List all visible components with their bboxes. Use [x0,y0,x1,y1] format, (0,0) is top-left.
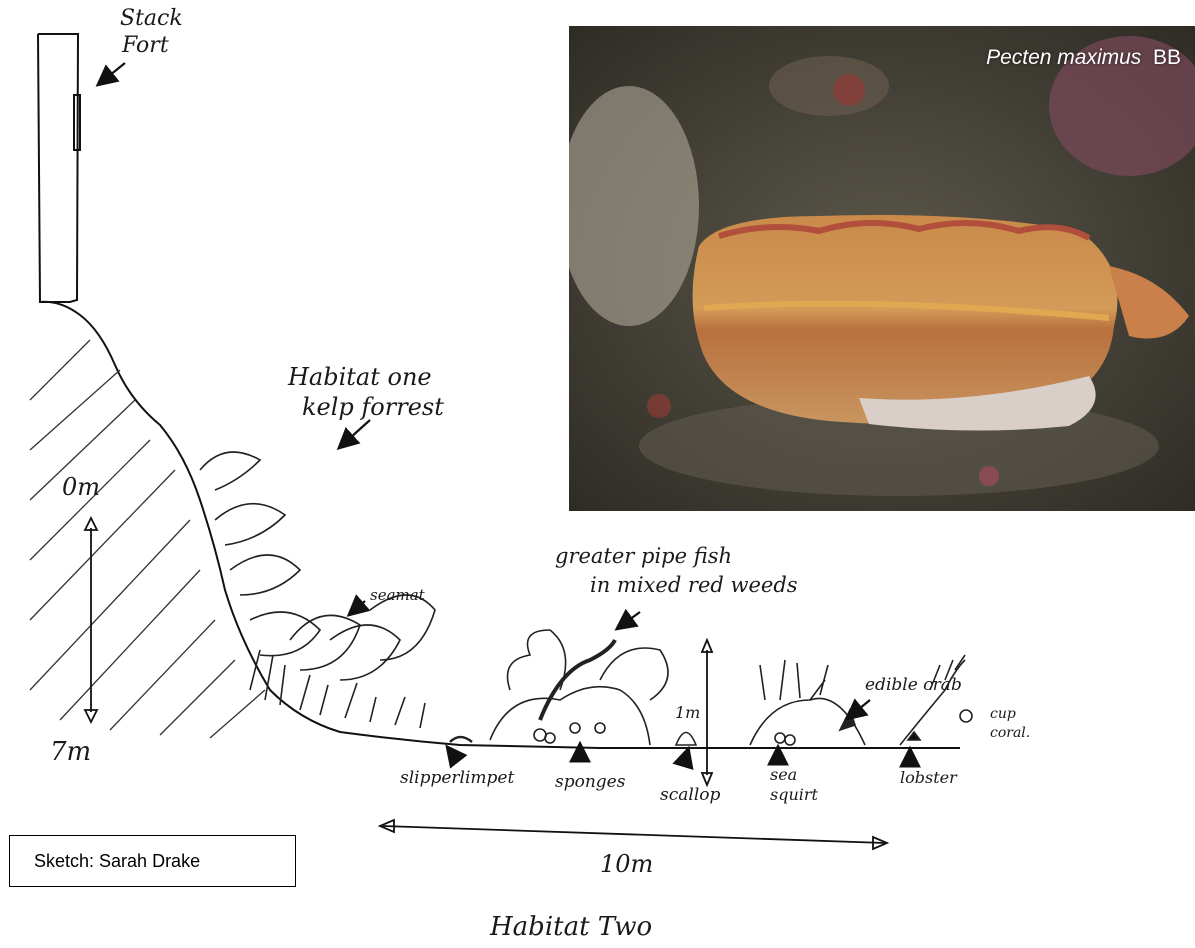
distance-dimension [380,820,887,849]
sketch-credit-text: Sketch: Sarah Drake [34,851,200,872]
label-sea: sea [770,765,797,784]
height-dimension [702,640,712,785]
label-sponges: sponges [555,772,626,792]
label-seamat: seamat [370,586,426,604]
label-habitat-two: Habitat Two [489,912,652,942]
label-pipefish-2: in mixed red weeds [590,573,798,597]
label-height-1m: 1m [675,703,700,722]
scallop-photo-image [569,26,1195,511]
label-pipefish-1: greater pipe fish [555,544,732,568]
cliff-hatching [30,340,265,738]
label-scallop: scallop [660,785,720,805]
label-cup: cup [990,706,1016,722]
label-coral: coral. [990,725,1030,741]
label-stack: Stack [120,6,183,31]
label-kelp-forrest: kelp forrest [302,393,444,421]
label-depth-top: 0m [62,473,100,501]
stack-fort-drawing [38,34,80,302]
sketch-credit-box: Sketch: Sarah Drake [9,835,296,887]
label-slipper-limpet: slipperlimpet [400,768,514,788]
label-depth-bottom: 7m [50,737,91,767]
label-edible-crab: edible crab [865,675,962,695]
label-squirt: squirt [770,785,819,804]
label-distance: 10m [600,850,653,878]
label-fort: Fort [121,33,169,58]
label-habitat-one: Habitat one [287,363,432,391]
label-lobster: lobster [900,768,958,787]
scallop-photo: Pecten maximus BB [569,26,1195,511]
photo-caption: Pecten maximus BB [986,46,1181,70]
photo-caption-species: Pecten maximus [986,46,1141,69]
photo-caption-credit: BB [1153,46,1181,69]
